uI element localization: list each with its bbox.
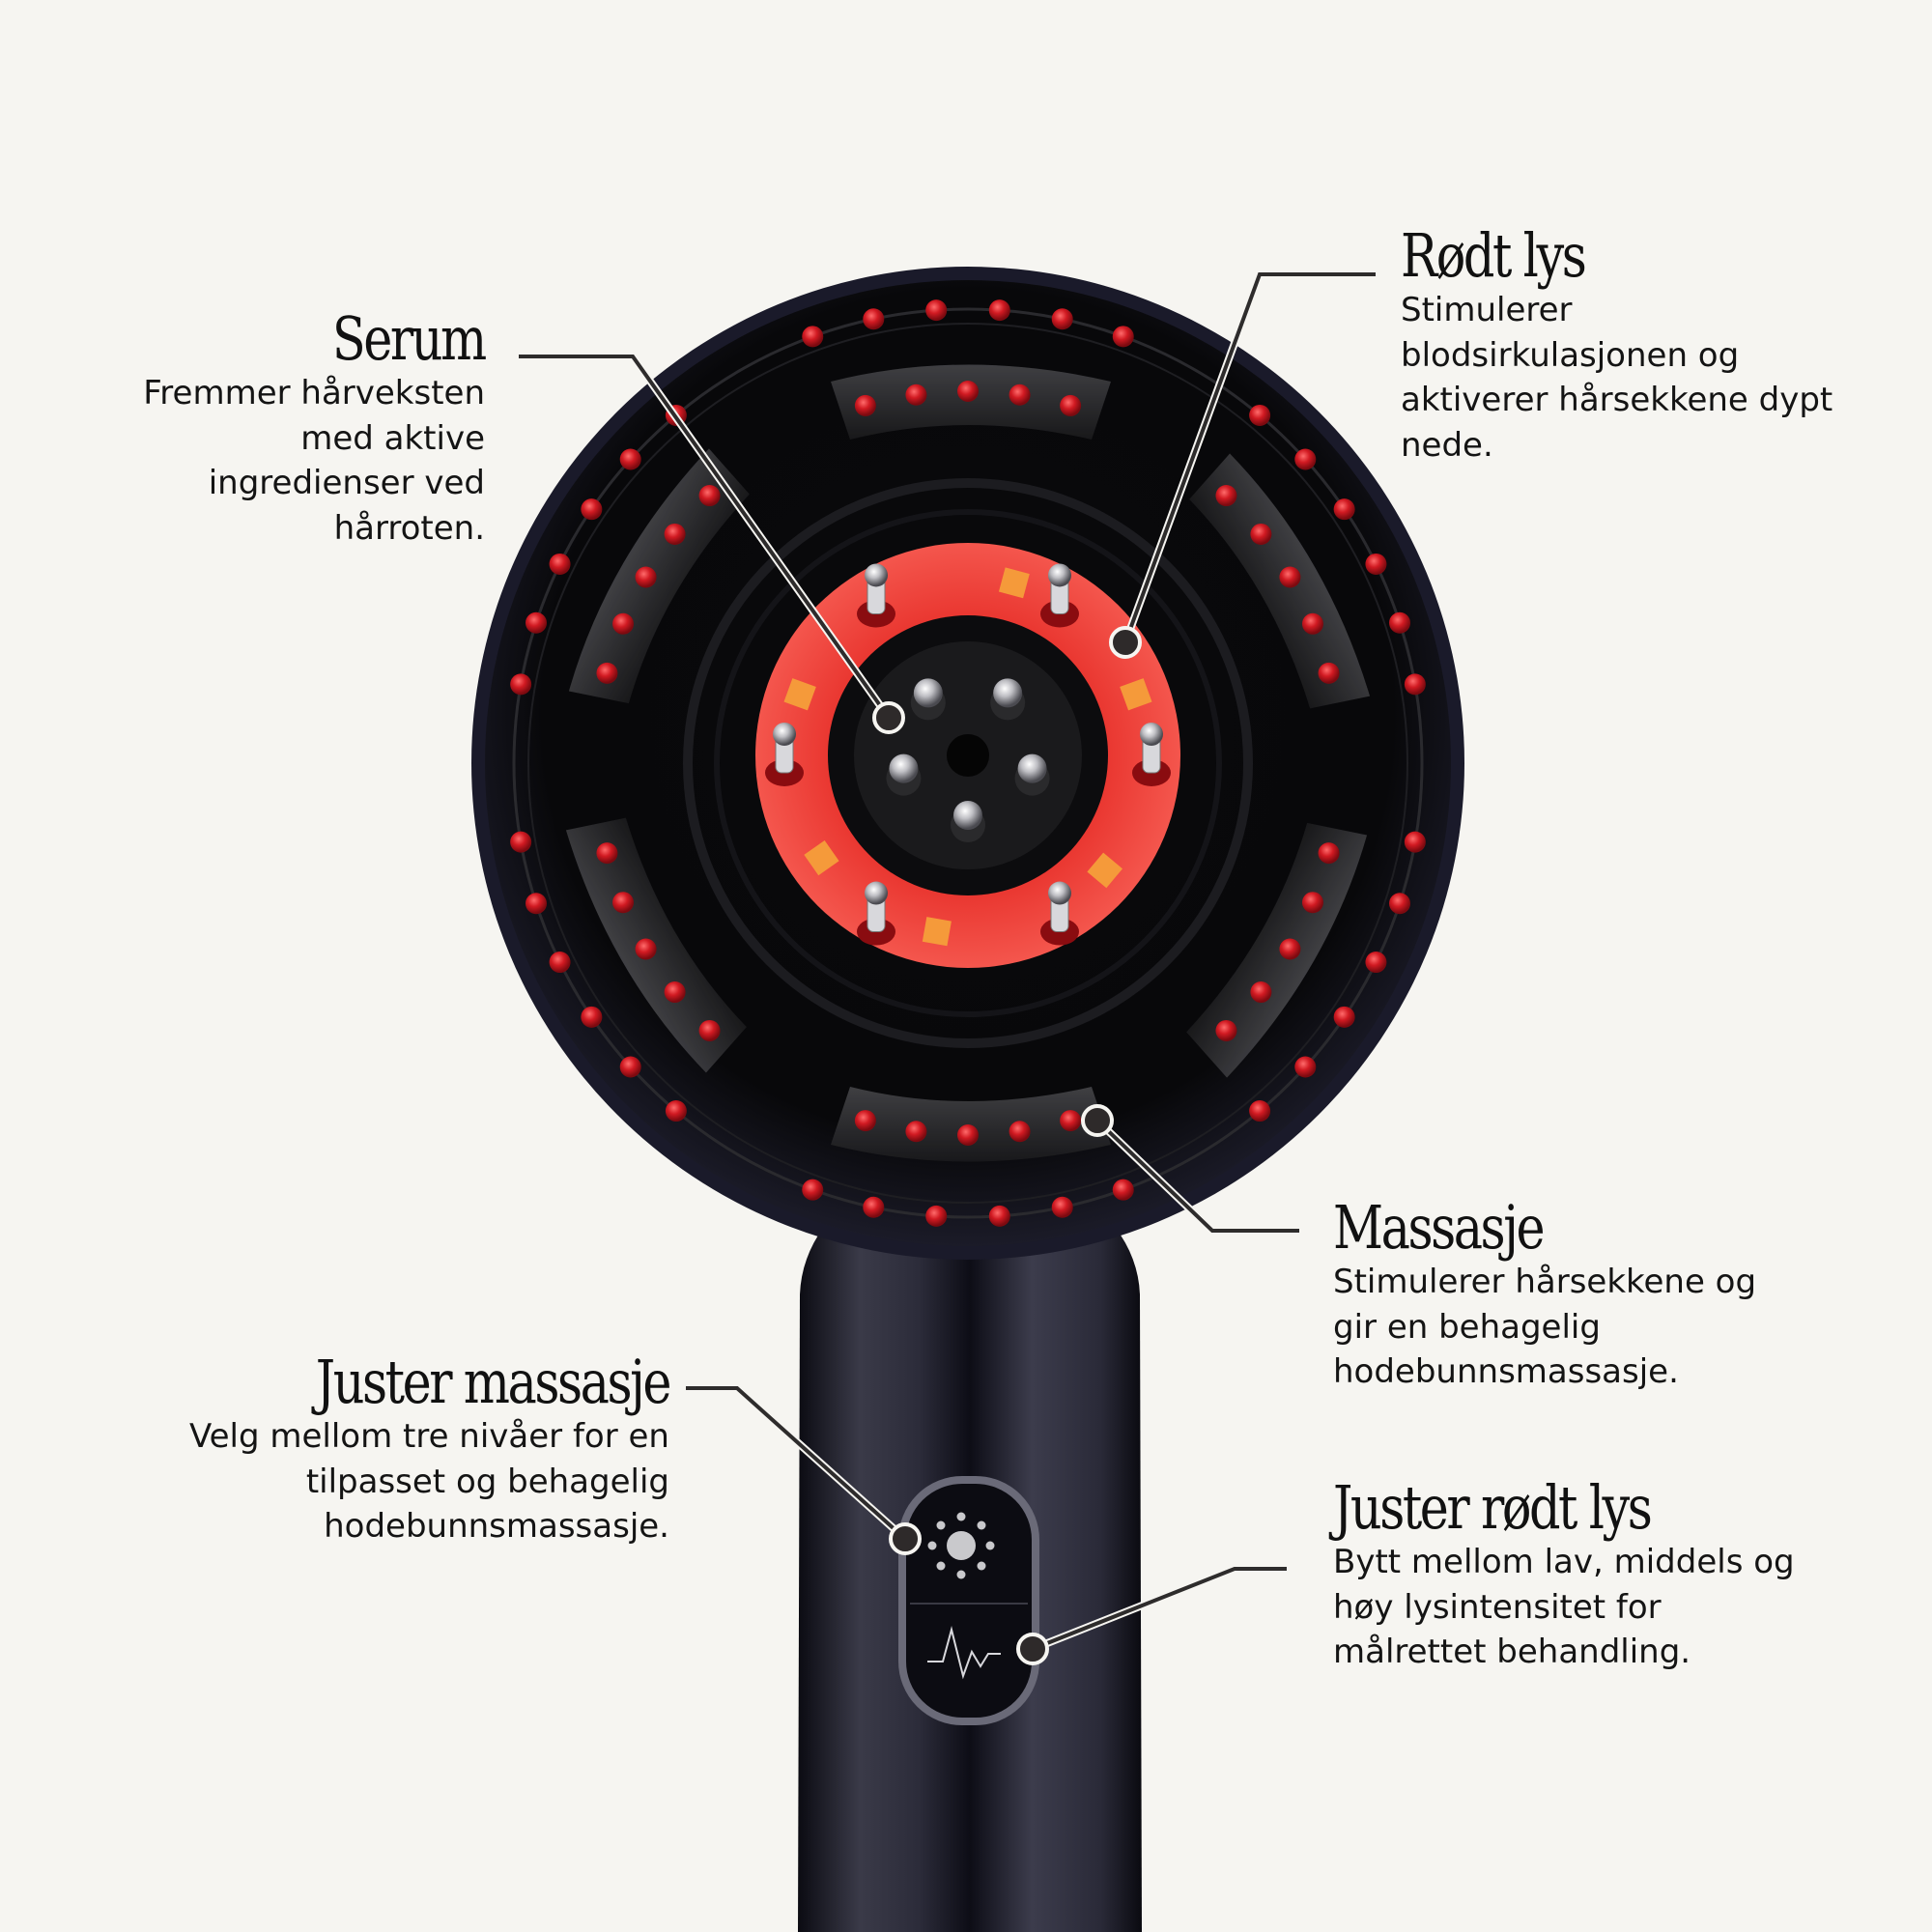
adjust-red-light-marker-dot [1016,1633,1049,1665]
callout-adjust-massage: Juster massasje Velg mellom tre nivåer f… [188,1347,672,1549]
callout-description: Fremmer hårveksten med aktive ingrediens… [143,374,485,548]
callout-description: Stimulerer blodsirkulasjonen og aktivere… [1401,291,1833,465]
control-panel [898,1476,1039,1725]
massager-head [471,267,1464,1260]
callout-title: Juster rødt lys [1333,1472,1653,1543]
red-light-marker-dot [1109,626,1142,659]
callout-title: Massasje [1333,1192,1546,1263]
callout-title: Juster massasje [315,1347,672,1417]
callout-dots [872,626,1142,1665]
pulse-wave-icon[interactable] [927,1626,1001,1680]
callout-title: Rødt lys [1401,220,1587,291]
callout-serum: Serum Fremmer hårveksten med aktive ingr… [143,303,487,551]
adjust-massage-marker-dot [889,1522,922,1555]
callout-adjust-red-light: Juster rødt lys Bytt mellom lav, middels… [1333,1476,1795,1675]
bristle-pads [565,364,1371,1162]
sun-icon[interactable] [927,1512,995,1579]
serum-pins-inner [886,678,1050,842]
callout-description: Stimulerer hårsekkene og gir en behageli… [1333,1263,1757,1391]
red-led-lights [783,567,1152,947]
callout-description: Bytt mellom lav, middels og høy lysinten… [1333,1543,1795,1671]
callout-red-light: Rødt lys Stimulerer blodsirkulasjonen og… [1401,224,1833,468]
serum-pins-outer [765,563,1171,946]
callout-massage: Massasje Stimulerer hårsekkene og gir en… [1333,1196,1756,1395]
callout-description: Velg mellom tre nivåer for en tilpasset … [188,1417,669,1546]
red-light-ring [755,543,1180,968]
serum-marker-dot [872,701,905,734]
callout-lines [519,270,1376,1653]
callout-title: Serum [332,303,487,374]
massage-marker-dot [1081,1104,1114,1137]
